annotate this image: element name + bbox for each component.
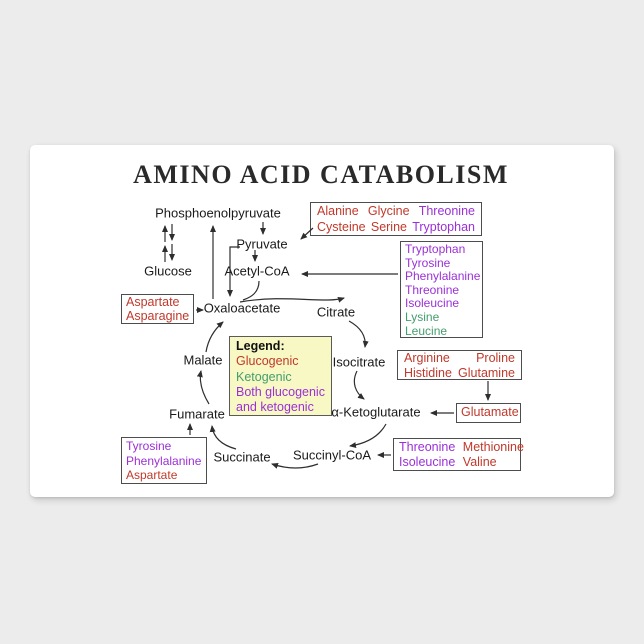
amino-acid-label: Tryptophan xyxy=(412,219,475,234)
box-row: Threonine Methionine xyxy=(399,440,524,455)
amino-acid-label: Glutamate xyxy=(461,405,519,419)
node-pyruvate: Pyruvate xyxy=(236,236,288,252)
node-succinate: Succinate xyxy=(213,449,271,465)
node-fumarate: Fumarate xyxy=(169,406,225,422)
amino-acid-label: Leucine xyxy=(405,323,448,338)
legend-entry-both-line2: and ketogenic xyxy=(236,400,314,415)
amino-acid-box-to-fumarate: Tyrosine Phenylalanine Aspartate xyxy=(121,437,207,484)
amino-acid-label: Aspartate xyxy=(126,468,178,482)
amino-acid-label: Phenylalanine xyxy=(405,269,481,284)
amino-acid-label: Threonine xyxy=(418,204,475,218)
amino-acid-label: Phenylalanine xyxy=(126,453,202,468)
node-succinyl-coa: Succinyl-CoA xyxy=(292,447,372,463)
amino-acid-label: Aspartate xyxy=(126,295,180,309)
amino-acid-label: Valine xyxy=(462,455,497,469)
legend-entry-ketogenic: Ketogenic xyxy=(236,369,292,384)
legend-entry-glucogenic: Glucogenic xyxy=(236,354,299,369)
amino-acid-label: Lysine xyxy=(405,309,440,324)
amino-acid-label: Glycine xyxy=(367,204,410,218)
amino-acid-box-to-succinyl-coa: Threonine Methionine Isoleucine Valine xyxy=(393,438,524,471)
node-acetyl-coa: Acetyl-CoA xyxy=(224,263,290,279)
amino-acid-label: Threonine xyxy=(405,282,460,297)
amino-acid-label: Isoleucine xyxy=(405,296,460,311)
amino-acid-label: Tryptophan xyxy=(405,242,466,256)
glutamate-box: Glutamate xyxy=(456,403,521,423)
box-row: Isoleucine Valine xyxy=(399,455,515,470)
node-glucose: Glucose xyxy=(144,263,192,279)
amino-acid-label: Serine xyxy=(370,219,407,234)
node-isocitrate: Isocitrate xyxy=(332,354,386,370)
amino-acid-box-to-glutamate: Arginine Proline Histidine Glutamine xyxy=(397,350,522,380)
node-malate: Malate xyxy=(183,352,223,368)
amino-acid-label: Proline xyxy=(476,351,515,365)
box-row: Cysteine Serine Tryptophan xyxy=(317,220,475,236)
box-row: Alanine Glycine Threonine xyxy=(317,204,475,220)
node-oxaloacetate: Oxaloacetate xyxy=(203,300,281,316)
amino-acid-label: Methionine xyxy=(462,440,524,454)
amino-acid-label: Tyrosine xyxy=(405,255,451,270)
amino-acid-label: Glutamine xyxy=(458,365,515,380)
amino-acid-label: Threonine xyxy=(399,440,456,454)
amino-acid-label: Cysteine xyxy=(317,219,366,234)
legend-box: Legend: Glucogenic Ketogenic Both glucog… xyxy=(229,336,332,416)
amino-acid-label: Tyrosine xyxy=(126,439,172,453)
amino-acid-label: Histidine xyxy=(404,365,452,380)
amino-acid-box-to-oxaloacetate: Aspartate Asparagine xyxy=(121,294,194,324)
amino-acid-label: Asparagine xyxy=(126,309,190,323)
amino-acid-box-to-acetyl-coa: Tryptophan Tyrosine Phenylalanine Threon… xyxy=(400,241,483,338)
node-alpha-ketoglutarate: α-Ketoglutarate xyxy=(331,404,421,420)
amino-acid-label: Arginine xyxy=(404,351,450,365)
diagram-title: AMINO ACID CATABOLISM xyxy=(133,160,509,189)
box-row: Arginine Proline xyxy=(404,351,515,366)
node-phosphoenolpyruvate: Phosphoenolpyruvate xyxy=(155,205,281,221)
rectangular-sticker xyxy=(30,145,614,497)
amino-acid-box-to-pyruvate: Alanine Glycine Threonine Cysteine Serin… xyxy=(310,202,482,236)
node-citrate: Citrate xyxy=(316,304,356,320)
legend-title: Legend: xyxy=(236,339,285,353)
amino-acid-label: Alanine xyxy=(317,204,359,218)
box-row: Histidine Glutamine xyxy=(404,366,515,381)
legend-entry-both-line1: Both glucogenic xyxy=(236,384,325,399)
amino-acid-label: Isoleucine xyxy=(399,455,456,469)
